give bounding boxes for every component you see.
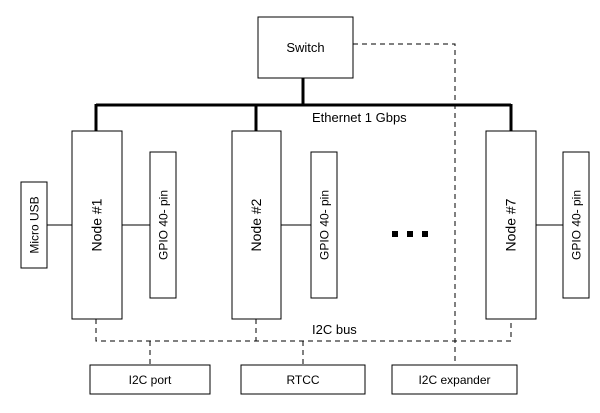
gpio-node-1-label: GPIO 40- pin: [157, 190, 171, 260]
i2c-bus-label: I2C bus: [312, 322, 357, 337]
ethernet-label: Ethernet 1 Gbps: [312, 110, 407, 125]
i2c-port-box: I2C port: [89, 364, 211, 395]
gpio-node-2-label: GPIO 40- pin: [318, 190, 332, 260]
node-1: Node #1: [71, 130, 123, 320]
ethernet-bus: [94, 78, 513, 131]
gpio-node-1: GPIO 40- pin: [149, 151, 177, 299]
i2c-expander-box: I2C expander: [391, 364, 518, 395]
switch-label: Switch: [286, 40, 324, 55]
i2c-expander-label: I2C expander: [418, 373, 490, 387]
gpio-node-2: GPIO 40- pin: [310, 151, 338, 299]
i2c-port-label: I2C port: [129, 373, 172, 387]
node-7: Node #7: [485, 130, 537, 320]
micro-usb-box: Micro USB: [20, 181, 48, 269]
gpio-node-7-label: GPIO 40- pin: [570, 190, 584, 260]
node-2: Node #2: [231, 130, 282, 320]
node-1-label: Node #1: [89, 198, 105, 251]
node-7-label: Node #7: [503, 198, 519, 251]
switch-box: Switch: [257, 16, 354, 79]
node-2-label: Node #2: [248, 198, 264, 251]
gpio-node-7: GPIO 40- pin: [562, 151, 590, 299]
rtcc-box: RTCC: [240, 364, 366, 395]
micro-usb-label: Micro USB: [28, 196, 42, 253]
i2c-bus-lines: [95, 43, 512, 365]
ellipsis-dots: [392, 231, 428, 237]
rtcc-label: RTCC: [286, 373, 319, 387]
